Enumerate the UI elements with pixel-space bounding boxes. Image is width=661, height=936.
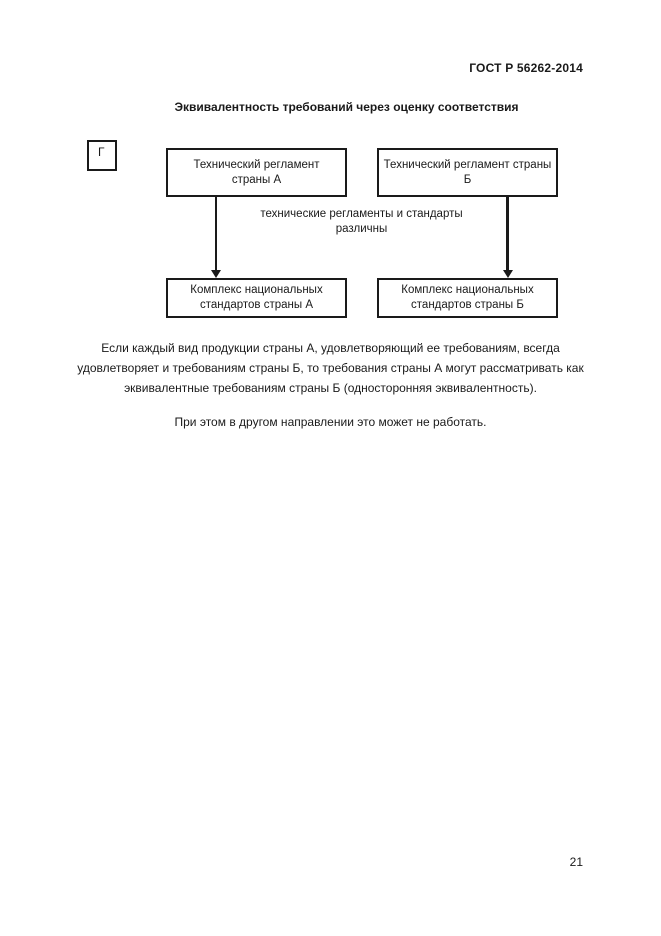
doc-number: ГОСТ Р 56262-2014 bbox=[469, 61, 583, 75]
arrow-left-head-icon bbox=[211, 270, 221, 278]
node-text-line: стандартов страны А bbox=[199, 299, 313, 311]
node-text-line: Технический регламент bbox=[193, 158, 320, 171]
node-tech-reg-country-b: Технический регламент страны Б bbox=[377, 148, 558, 197]
figure-label: Г bbox=[98, 145, 105, 159]
node-text-line: Комплекс национальных bbox=[190, 284, 323, 296]
body-paragraph: Если каждый вид продукции страны А, удов… bbox=[0, 338, 661, 398]
node-text-line: Б bbox=[463, 173, 472, 186]
node-standards-country-a: Комплекс национальных стандартов страны … bbox=[166, 278, 347, 318]
figure-title: Эквивалентность требований через оценку … bbox=[174, 100, 519, 114]
paragraph-line: Если каждый вид продукции страны А, удов… bbox=[101, 341, 560, 355]
node-tech-reg-country-a: Технический регламент страны А bbox=[166, 148, 347, 197]
page-number: 21 bbox=[569, 855, 583, 869]
edge-label: технические регламенты и стандарты разли… bbox=[215, 207, 508, 237]
paragraph-line: удовлетворяет и требованиям страны Б, то… bbox=[77, 361, 584, 375]
arrow-left-line bbox=[215, 197, 217, 271]
edge-label-line: различны bbox=[335, 223, 388, 235]
node-standards-country-b: Комплекс национальных стандартов страны … bbox=[377, 278, 558, 318]
node-text-line: Технический регламент страны bbox=[383, 158, 552, 171]
node-text-line: страны А bbox=[231, 173, 282, 186]
edge-label-line: технические регламенты и стандарты bbox=[260, 208, 463, 220]
arrow-right-head-icon bbox=[503, 270, 513, 278]
note-paragraph: При этом в другом направлении это может … bbox=[174, 415, 487, 429]
arrow-right-line bbox=[506, 197, 509, 271]
paragraph-line: эквивалентные требованиям страны Б (одно… bbox=[124, 381, 537, 395]
figure-label-box: Г bbox=[87, 140, 117, 171]
node-text-line: стандартов страны Б bbox=[411, 299, 524, 311]
node-text-line: Комплекс национальных bbox=[401, 284, 534, 296]
